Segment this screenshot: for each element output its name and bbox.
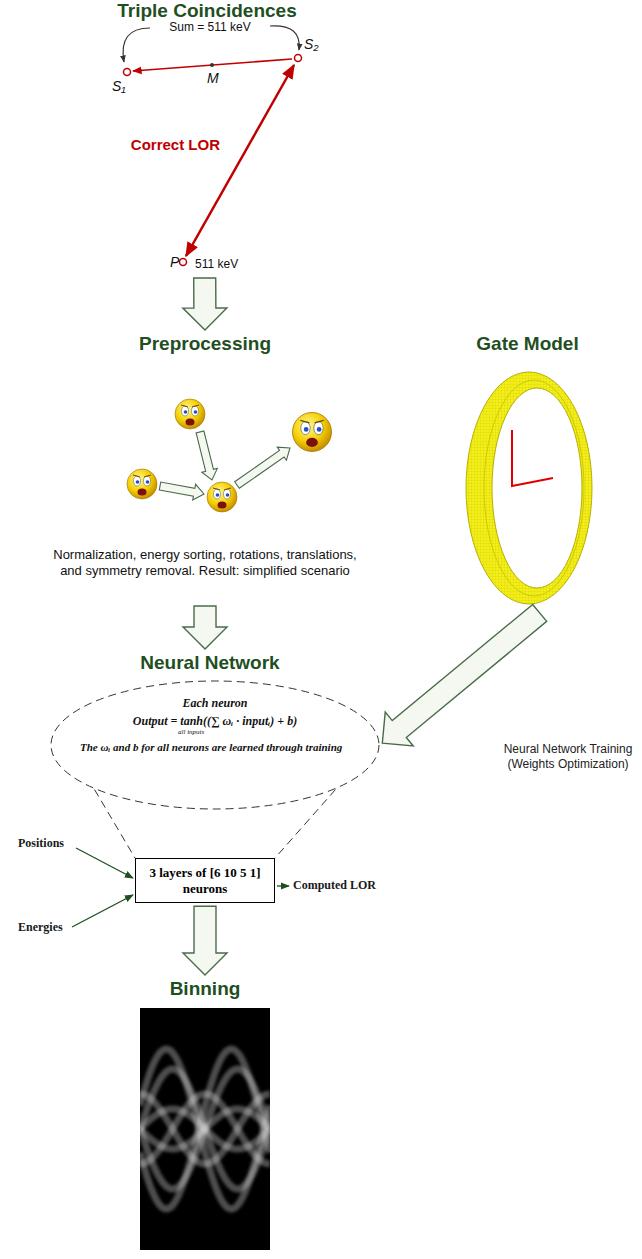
node-text: Output = tanh((∑ ωᵢ · inputᵢ) + b)	[50, 714, 380, 729]
edge-label: Neural Network Training (Weights Optimiz…	[500, 742, 636, 772]
sinogram	[140, 1008, 270, 1250]
io-arrows	[72, 848, 289, 927]
stage-heading: Binning	[130, 978, 280, 1000]
stage-heading: Neural Network	[20, 652, 400, 674]
neuron-leader-lines	[95, 790, 336, 858]
flow-arrow	[382, 604, 546, 746]
flow-arrow	[183, 278, 227, 330]
point-label: M	[207, 70, 219, 86]
preprocessing-arrows	[159, 431, 290, 500]
stage-region: Neural NetworkEach neuronOutput = tanh((…	[20, 652, 400, 917]
small-arrow	[235, 447, 290, 488]
stage-heading: Triple Coincidences	[92, 0, 322, 22]
leader-line	[275, 790, 335, 858]
stage-region: PreprocessingNormalization, energy sorti…	[20, 333, 390, 603]
neuron-ellipse: Each neuronOutput = tanh((∑ ωᵢ · inputᵢ)…	[50, 680, 380, 810]
input-label: Energies	[18, 920, 63, 935]
node-text: Normalization, energy sorting, rotations…	[50, 547, 360, 580]
input-label: Positions	[18, 836, 64, 851]
stage-region: Gate Model	[455, 333, 600, 611]
node-text: all inputs	[178, 728, 238, 736]
emoticon-faces	[127, 399, 332, 512]
point-label: S₂	[304, 36, 319, 52]
node-text: Each neuron	[50, 696, 380, 711]
point-label: S₁	[112, 78, 126, 94]
lor-label: Correct LOR	[122, 136, 220, 154]
flow-arrow	[183, 906, 227, 975]
node-text: 3 layers of [6 10 5 1] neurons	[141, 865, 269, 896]
point-label: P	[170, 254, 179, 270]
gate-ring	[466, 372, 592, 604]
output-label: Computed LOR	[293, 878, 376, 893]
small-arrow	[159, 482, 204, 500]
network-box: 3 layers of [6 10 5 1] neurons	[135, 858, 275, 903]
node-text: The ωᵢ and b for all neurons are learned…	[80, 740, 348, 754]
energy-sum: Sum = 511 keV	[150, 20, 270, 34]
stage-heading: Preprocessing	[20, 333, 390, 355]
flow-arrow	[183, 606, 227, 649]
stage-region: Binning	[130, 978, 280, 1255]
stage-heading: Gate Model	[455, 333, 600, 355]
small-arrow	[196, 431, 217, 480]
energy-label: 511 keV	[195, 257, 238, 271]
